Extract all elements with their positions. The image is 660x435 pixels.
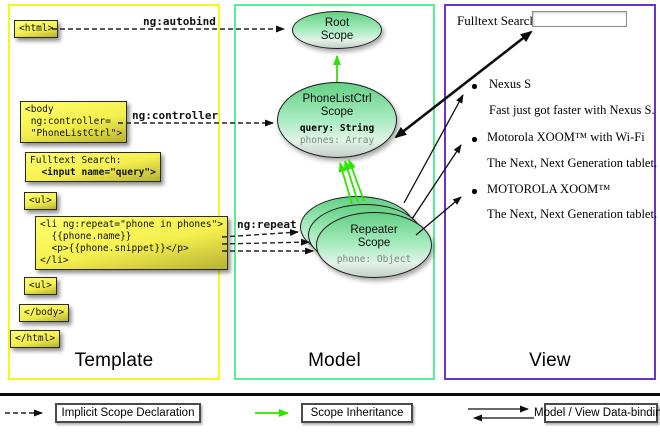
code-box-li-repeat: <li ng:repeat="phone in phones"> {{phone… bbox=[35, 216, 229, 270]
view-search-input[interactable] bbox=[532, 11, 627, 27]
code-text: <input name="query"> bbox=[30, 167, 156, 178]
edge-label-ng-autobind: ng:autobind bbox=[143, 15, 216, 28]
code-text: <ul> bbox=[29, 195, 52, 206]
code-box-body-close: </body> bbox=[19, 304, 70, 322]
view-item-desc: The Next, Next Generation tablet. bbox=[487, 156, 658, 170]
bullet-icon bbox=[472, 84, 477, 89]
view-item-title: MOTOROLA XOOM™ bbox=[487, 182, 611, 196]
code-box-body-open: <body ng:controller= "PhoneListCtrl"> bbox=[20, 101, 128, 143]
view-column-label: View bbox=[529, 350, 571, 371]
scope-title: Scope bbox=[320, 30, 354, 42]
scope-property-query: query: String bbox=[299, 123, 375, 134]
scope-title: Scope bbox=[320, 106, 354, 118]
scope-property-phones: phones: Array bbox=[299, 135, 375, 146]
legend-label: Model / View Data-binding bbox=[533, 407, 660, 419]
model-column: Model bbox=[234, 4, 435, 380]
root-scope-ellipse: Root Scope bbox=[292, 11, 382, 49]
template-column-label: Template bbox=[74, 350, 154, 371]
repeater-scope-ellipse: Repeater Scope phone: Object bbox=[316, 212, 432, 278]
code-box-html-open: <html> bbox=[14, 20, 59, 38]
scope-title: Root bbox=[324, 17, 350, 29]
legend-label: Scope Inheritance bbox=[310, 407, 404, 419]
code-text: {{phone.name}} bbox=[40, 231, 132, 242]
view-item-desc: Fast just got faster with Nexus S. bbox=[489, 103, 655, 117]
code-box-html-close: </html> bbox=[10, 330, 61, 348]
code-text: <html> bbox=[19, 23, 54, 34]
scope-title: Scope bbox=[357, 237, 391, 249]
bullet-icon bbox=[472, 137, 477, 142]
code-box-ul-close: <ul> bbox=[24, 277, 57, 295]
legend-separator-line bbox=[0, 393, 660, 396]
view-item-desc: The Next, Next Generation tablet. bbox=[487, 207, 658, 221]
code-text: "PhoneListCtrl"> bbox=[25, 128, 123, 139]
legend-double-arrow-icon bbox=[468, 405, 534, 422]
legend-box-implicit-scope: Implicit Scope Declaration bbox=[55, 403, 201, 423]
code-text: <body bbox=[25, 104, 54, 115]
code-text: ng:controller= bbox=[25, 116, 111, 127]
code-text: <li ng:repeat="phone in phones"> bbox=[40, 219, 224, 230]
phonelistctrl-scope-ellipse: PhoneListCtrl Scope query: String phones… bbox=[277, 82, 397, 158]
model-column-label: Model bbox=[308, 350, 361, 371]
legend-label: Implicit Scope Declaration bbox=[61, 407, 195, 419]
view-item-title: Motorola XOOM™ with Wi-Fi bbox=[487, 130, 645, 144]
code-text: </body> bbox=[24, 307, 65, 318]
code-text: </li> bbox=[40, 255, 69, 266]
scope-title: PhoneListCtrl bbox=[302, 93, 372, 105]
legend-box-scope-inheritance: Scope Inheritance bbox=[301, 403, 413, 423]
code-box-ul-open: <ul> bbox=[24, 192, 57, 210]
code-text: Fulltext Search: bbox=[30, 155, 122, 166]
scope-property-phone: phone: Object bbox=[336, 254, 412, 265]
legend-box-data-binding: Model / View Data-binding bbox=[534, 403, 660, 423]
code-text: <p>{{phone.snippet}}</p> bbox=[40, 243, 189, 254]
edge-label-ng-controller: ng:controller bbox=[132, 109, 219, 122]
view-item-title: Nexus S bbox=[489, 77, 532, 91]
code-box-fulltext-search: Fulltext Search: <input name="query"> bbox=[25, 152, 161, 182]
edge-label-ng-repeat: ng:repeat bbox=[237, 218, 297, 231]
scope-title: Repeater bbox=[350, 224, 398, 236]
code-text: </html> bbox=[15, 333, 56, 344]
bullet-icon bbox=[472, 189, 477, 194]
code-text: <ul> bbox=[29, 280, 52, 291]
view-search-label: Fulltext Search: bbox=[457, 13, 540, 28]
